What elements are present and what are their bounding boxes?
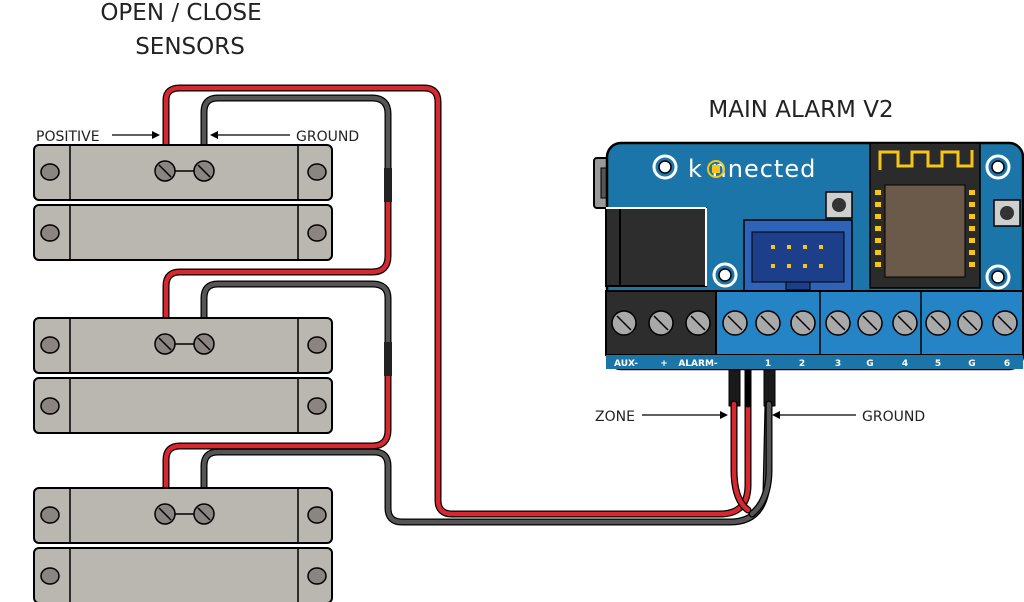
zone-label: ZONE	[595, 409, 635, 425]
terminal-screws	[611, 310, 1018, 336]
power-jack	[605, 207, 707, 287]
module-pads	[875, 190, 975, 267]
board-title: MAIN ALARM V2	[708, 97, 893, 123]
splice-sleeve	[384, 168, 392, 202]
sensor-ground-arrowhead	[210, 131, 218, 139]
splice-sleeve	[384, 342, 392, 376]
board-ground-arrowhead	[772, 411, 780, 419]
sensor-2	[33, 317, 333, 434]
brand-logo: k nnected	[688, 155, 816, 183]
sensors-title-line1: OPEN / CLOSE	[100, 0, 261, 26]
terminal-label: 6	[1004, 359, 1010, 369]
terminal-label: G	[968, 359, 975, 369]
terminal-label: 5	[935, 359, 941, 369]
terminal-label: 4	[902, 359, 908, 369]
terminal-label: 2	[799, 359, 805, 369]
sensor-ground-label: GROUND	[296, 129, 359, 145]
terminal-labels: AUX- + ALARM- 1 2 3 G 4 5 G 6	[614, 359, 1010, 369]
sensors-title-line2: SENSORS	[135, 34, 245, 60]
terminal-label: 1	[765, 359, 771, 369]
alarm-board: k nnected	[593, 141, 1024, 371]
wires	[162, 84, 776, 526]
board-ground-label: GROUND	[862, 409, 925, 425]
terminal-label: ALARM-	[678, 359, 718, 369]
antenna-trace	[878, 150, 974, 170]
sensor-3	[33, 487, 333, 602]
ground-wire	[200, 94, 772, 526]
terminal-label: 3	[835, 359, 841, 369]
positive-label: POSITIVE	[36, 129, 100, 145]
reset-button-2	[993, 199, 1021, 227]
logo-mark-icon	[707, 160, 725, 178]
sensor-1	[33, 144, 333, 261]
terminal-label-strip	[606, 355, 1023, 369]
terminal-label: G	[866, 359, 873, 369]
positive-arrowhead	[152, 131, 160, 139]
logo-chip-icon	[712, 165, 720, 173]
terminal-label: AUX-	[614, 359, 638, 369]
module-shield	[884, 184, 966, 278]
positive-wire	[162, 84, 752, 518]
zone-arrowhead	[720, 411, 728, 419]
terminal-label: +	[660, 359, 668, 369]
